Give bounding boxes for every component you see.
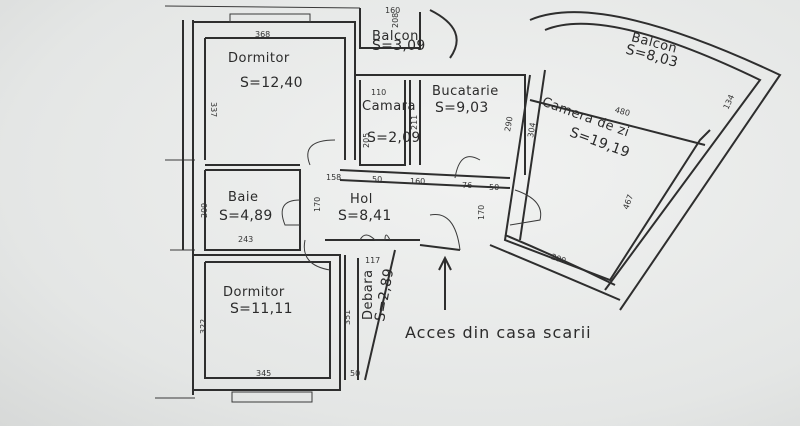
room-name-balcon-1: Balcon: [372, 29, 419, 44]
room-name-dormitor-2: Dormitor: [223, 285, 285, 300]
dim-label: 290: [550, 252, 567, 265]
dim-label: 110: [371, 88, 386, 97]
window-dormitor-top: [229, 13, 311, 23]
window-dormitor-bottom: [231, 391, 313, 403]
wall-corridor: [205, 164, 511, 189]
room-area-baie: S=4,89: [219, 208, 273, 224]
room-name-baie: Baie: [228, 190, 259, 205]
room-area-dormitor-1: S=12,40: [240, 75, 303, 91]
dim-label: 50: [489, 183, 499, 192]
dim-label: 160: [385, 6, 400, 15]
dim-label: 304: [526, 122, 538, 139]
dim-label: 170: [477, 205, 486, 220]
room-name-debara: Debara: [361, 269, 376, 320]
dim-label: 50: [350, 369, 360, 378]
door-arc-baie: [281, 199, 301, 226]
wall-camara: [359, 80, 406, 166]
wall-balcon-small: [359, 8, 458, 59]
wall-left-vertical: [182, 20, 194, 395]
dim-label: 205: [362, 133, 371, 148]
room-area-balcon-1: S=3,09: [372, 38, 426, 54]
door-arc-camera: [509, 189, 542, 226]
dim-label: 117: [365, 256, 380, 265]
dim-label: 211: [410, 115, 419, 130]
door-arc-debara: [359, 234, 391, 241]
dim-label: 351: [343, 310, 352, 325]
access-label: Acces din casa scarii: [405, 323, 592, 342]
dim-label: 345: [256, 369, 271, 378]
dim-label: 76: [462, 181, 472, 190]
wall-debara: [344, 249, 396, 381]
wall-curved-bottom: [489, 234, 621, 301]
dim-label: 337: [209, 102, 218, 117]
dim-label: 209: [200, 203, 209, 218]
wall-dormitor-bottom: [193, 254, 341, 391]
dim-label: 158: [326, 173, 341, 182]
dim-label: 322: [199, 319, 208, 334]
outer-wall-left: [155, 5, 361, 399]
wall-baie: [204, 169, 301, 251]
dim-label: 243: [238, 235, 253, 244]
dim-label: 480: [614, 105, 631, 118]
wall-bucatarie: [355, 74, 526, 175]
dim-label: 50: [372, 175, 382, 184]
door-arc-entrance: [429, 213, 461, 251]
wall-balcon-big: [529, 11, 782, 311]
dim-label: 290: [503, 116, 515, 133]
door-arc-dormitor: [307, 139, 336, 166]
room-area-bucatarie: S=9,03: [435, 100, 489, 116]
dim-label: 134: [722, 93, 737, 111]
room-area-dormitor-2: S=11,11: [230, 301, 293, 317]
door-arc-hol: [303, 239, 331, 271]
dim-label: 467: [621, 193, 635, 210]
room-area-camara: S=2,09: [367, 130, 421, 146]
access-arrow: [438, 255, 452, 310]
door-arc-bucatarie: [454, 156, 481, 179]
room-name-hol: Hol: [350, 192, 373, 207]
room-name-camara: Camara: [362, 99, 416, 114]
dim-label: 170: [313, 197, 322, 212]
room-name-bucatarie: Bucatarie: [432, 84, 499, 99]
room-name-dormitor-1: Dormitor: [228, 51, 290, 66]
dim-label: 368: [255, 30, 270, 39]
room-area-hol: S=8,41: [338, 208, 392, 224]
dim-label: 208: [391, 13, 400, 28]
wall-hol: [325, 239, 461, 251]
wall-camera-de-zi: [503, 69, 711, 282]
wall-camera-de-zi-inner: [529, 99, 706, 146]
dim-label: 160: [410, 177, 425, 186]
